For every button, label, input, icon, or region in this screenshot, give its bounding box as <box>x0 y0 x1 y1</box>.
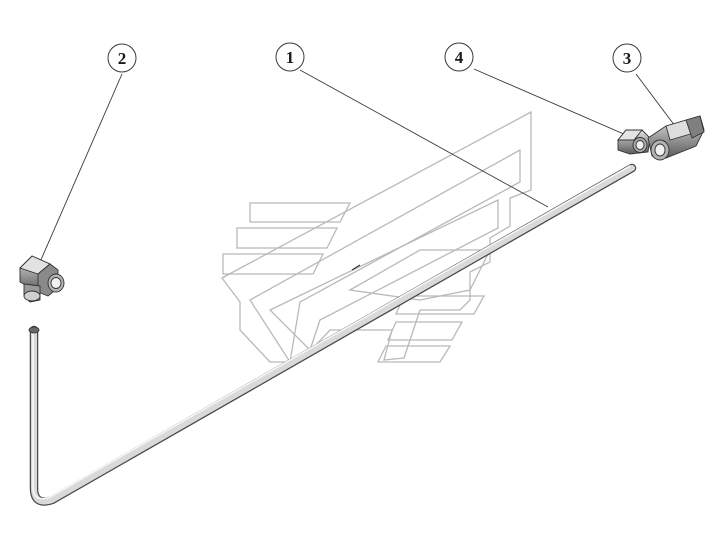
callout-label-1: 1 <box>286 48 295 67</box>
callout-3: 3 <box>612 43 642 73</box>
callout-label-2: 2 <box>118 49 127 68</box>
callout-2: 2 <box>107 43 137 73</box>
elbow-fitting <box>19 255 65 303</box>
straight-union-fitting <box>647 115 705 161</box>
leader-line-3 <box>635 73 676 127</box>
leader-line-1 <box>299 69 549 208</box>
elbow-fitting-small <box>617 129 651 155</box>
callout-1: 1 <box>275 42 305 72</box>
pipe <box>28 163 637 506</box>
pipe-end-cap <box>28 326 40 334</box>
callout-4: 4 <box>444 42 474 72</box>
leader-line-2 <box>39 73 123 263</box>
callout-label-4: 4 <box>455 48 464 67</box>
callout-label-3: 3 <box>623 49 632 68</box>
leader-lines <box>39 68 676 263</box>
leader-line-4 <box>473 68 627 136</box>
watermark-logo <box>221 110 532 364</box>
watermark-center-mark <box>351 264 361 271</box>
